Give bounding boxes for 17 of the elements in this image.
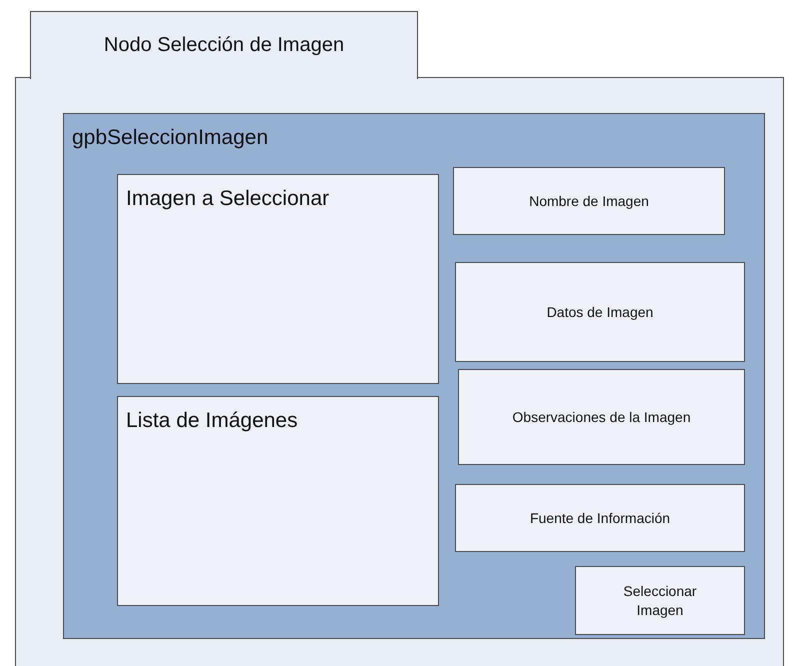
field-box: [453, 167, 725, 235]
box-title: Imagen a Seleccionar: [126, 187, 330, 211]
field-box: [575, 566, 745, 635]
control-box: [117, 174, 439, 384]
field-label: Datos de Imagen: [546, 302, 654, 322]
field-box: [458, 369, 745, 465]
field-label: Nombre de Imagen: [528, 192, 650, 210]
field-box: [455, 262, 745, 362]
field-box: [455, 484, 745, 552]
group-box: [63, 113, 765, 639]
field-label: Observaciones de la Imagen: [511, 408, 692, 426]
tab-label: Nodo Selección de Imagen: [30, 11, 418, 79]
group-title: gpbSeleccionImagen: [72, 126, 268, 150]
control-box: [117, 396, 439, 606]
field-label: Seleccionar Imagen: [622, 582, 698, 620]
box-title: Lista de Imágenes: [126, 409, 298, 433]
field-label: Fuente de Información: [528, 508, 672, 528]
